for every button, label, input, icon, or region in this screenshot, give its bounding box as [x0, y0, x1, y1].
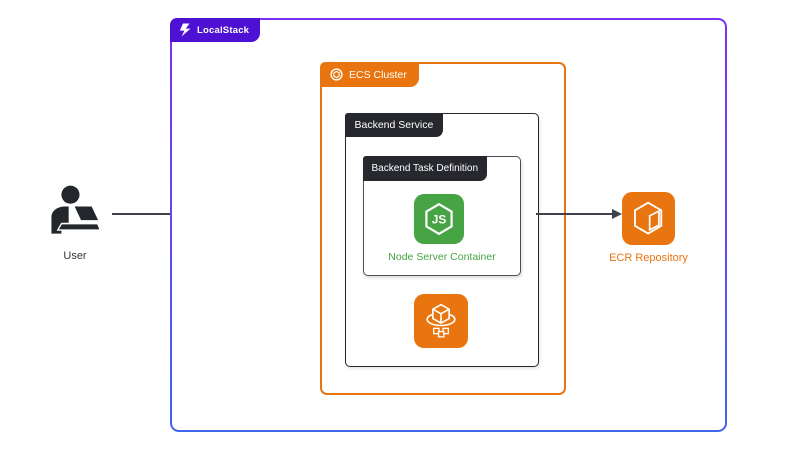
node-server-container-label: Node Server Container: [388, 251, 496, 263]
backend-service-badge-label: Backend Service: [354, 118, 434, 131]
backend-service-badge: Backend Service: [344, 112, 444, 137]
arrow-backend-service-to-ecr: [536, 209, 622, 219]
backend-task-definition-container: Backend Task Definition JS Node Server C…: [362, 155, 521, 276]
ecr-repository-label: ECR Repository: [609, 252, 688, 264]
nodejs-icon: JS: [414, 194, 464, 244]
ecs-cluster-badge: ECS Cluster: [320, 62, 419, 87]
backend-task-definition-badge: Backend Task Definition: [362, 155, 488, 181]
backend-task-definition-badge-label: Backend Task Definition: [371, 162, 479, 174]
ecs-cluster-badge-label: ECS Cluster: [349, 68, 407, 81]
localstack-badge-label: LocalStack: [197, 24, 250, 36]
ecr-icon: [622, 192, 675, 245]
user-label: User: [63, 250, 87, 262]
localstack-badge: LocalStack: [170, 18, 261, 42]
localstack-logo-icon: [179, 23, 191, 37]
svg-text:JS: JS: [432, 212, 447, 226]
localstack-container: LocalStack ECS Cluster Backend Service: [170, 18, 727, 432]
ecs-cluster-container: ECS Cluster Backend Service Backend Task…: [320, 62, 566, 395]
user-icon: [46, 184, 104, 238]
ecs-service-icon: [414, 294, 468, 348]
ecs-cluster-icon: [330, 68, 343, 81]
backend-service-container: Backend Service Backend Task Definition …: [344, 112, 539, 367]
